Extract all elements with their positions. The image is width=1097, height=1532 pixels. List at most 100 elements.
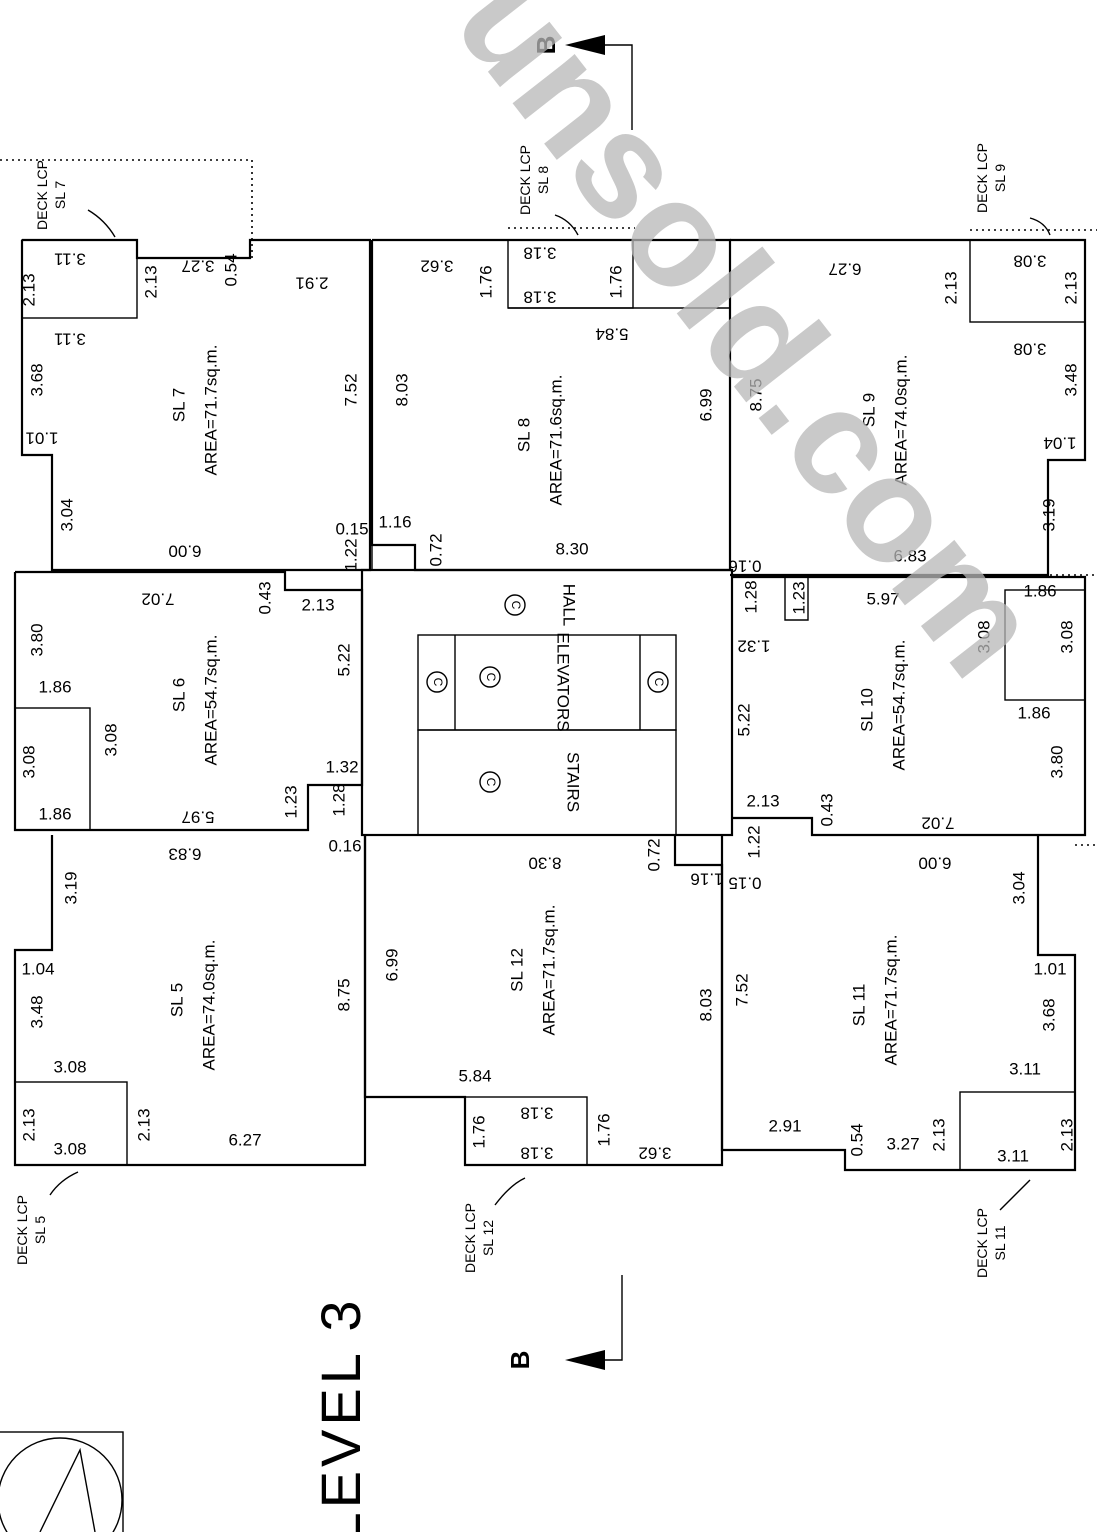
dimension-label: 3.04 bbox=[1009, 871, 1028, 904]
wall-sl12 bbox=[363, 835, 724, 1167]
dimension-label: 3.18 bbox=[523, 288, 556, 307]
dimension-label: 6.00 bbox=[918, 854, 951, 873]
dimension-label: 2.91 bbox=[295, 274, 328, 293]
dimension-label: 0.16 bbox=[728, 557, 761, 576]
dimension-label: 3.48 bbox=[27, 995, 46, 1028]
dimension-label: 3.08 bbox=[19, 745, 38, 778]
deck-sl11-outline bbox=[959, 1091, 1076, 1171]
svg-text:DECK LCP: DECK LCP bbox=[14, 1195, 30, 1265]
dimension-label: 3.18 bbox=[520, 1104, 553, 1123]
unit-name: SL 7 bbox=[169, 388, 188, 422]
dimension-label: 3.19 bbox=[1039, 498, 1058, 531]
stairs-label: STAIRS bbox=[564, 752, 583, 812]
wall-sl10-step bbox=[784, 577, 809, 621]
svg-text:SL 5: SL 5 bbox=[32, 1216, 48, 1244]
dimension-label: 0.54 bbox=[221, 253, 240, 286]
unit-name: SL 9 bbox=[859, 393, 878, 427]
dimension-label: 1.32 bbox=[737, 637, 770, 656]
dimension-label: 5.97 bbox=[866, 589, 899, 608]
deck-sl6-outline bbox=[14, 707, 91, 831]
dimension-label: 3.08 bbox=[101, 723, 120, 756]
dimension-label: 2.13 bbox=[19, 273, 38, 306]
deck-sl12-outline bbox=[464, 1096, 588, 1166]
dimension-label: 0.43 bbox=[817, 793, 836, 826]
dimension-label: 1.23 bbox=[281, 785, 300, 818]
dimension-label: 1.86 bbox=[1023, 581, 1056, 600]
dimension-label: 6.27 bbox=[828, 260, 861, 279]
dimension-label: 1.76 bbox=[594, 1113, 613, 1146]
dimension-label: 1.32 bbox=[325, 757, 358, 776]
dimension-label: 3.08 bbox=[1013, 340, 1046, 359]
deck-sl10-outline bbox=[1004, 589, 1086, 701]
dimension-label: 0.16 bbox=[328, 836, 361, 855]
section-marker-bottom: B bbox=[505, 1275, 623, 1370]
core-interior bbox=[371, 545, 677, 836]
dimension-label: 1.22 bbox=[341, 538, 360, 571]
dimension-label: 8.75 bbox=[334, 978, 353, 1011]
deck-sl5-outline bbox=[14, 1081, 128, 1166]
dimension-label: 1.23 bbox=[789, 581, 808, 614]
dimension-label: 3.19 bbox=[61, 871, 80, 904]
dimension-label: 3.18 bbox=[520, 1144, 553, 1163]
dimension-label: 1.16 bbox=[690, 870, 723, 889]
dimension-label: 5.84 bbox=[595, 325, 628, 344]
dimension-label: 8.30 bbox=[528, 854, 561, 873]
dimension-label: 1.01 bbox=[1033, 959, 1066, 978]
dimension-label: 2.13 bbox=[929, 1118, 948, 1151]
svg-text:C: C bbox=[652, 678, 666, 687]
dimension-label: 3.18 bbox=[523, 244, 556, 263]
dimension-label: 3.48 bbox=[1061, 363, 1080, 396]
svg-text:DECK LCP: DECK LCP bbox=[517, 145, 533, 215]
dimension-label: 3.11 bbox=[997, 1146, 1029, 1165]
wall-sl10 bbox=[732, 575, 1087, 837]
common-marks: C C C C C bbox=[426, 594, 669, 793]
svg-text:SL 9: SL 9 bbox=[992, 164, 1008, 192]
dimension-label: 1.28 bbox=[329, 783, 348, 816]
dimension-label: 3.08 bbox=[974, 620, 993, 653]
svg-text:DECK LCP: DECK LCP bbox=[974, 143, 990, 213]
dimension-label: 3.08 bbox=[1057, 620, 1076, 653]
north-arrow-icon bbox=[0, 1431, 124, 1532]
dimension-label: 1.76 bbox=[476, 265, 495, 298]
svg-text:SL 8: SL 8 bbox=[535, 166, 551, 194]
unit-area: AREA=71.6sq.m. bbox=[546, 375, 565, 506]
dimension-label: 2.13 bbox=[19, 1108, 38, 1141]
deck-dotted bbox=[0, 159, 1097, 846]
svg-text:C: C bbox=[484, 778, 498, 787]
dimension-label: 3.11 bbox=[54, 330, 86, 349]
dimension-label: 3.11 bbox=[54, 250, 86, 269]
wall-sl5 bbox=[13, 835, 367, 1167]
dimension-label: 3.68 bbox=[1039, 998, 1058, 1031]
unit-labels: SL 7 AREA=71.7sq.m. SL 8 AREA=71.6sq.m. … bbox=[167, 345, 910, 1071]
elevators-label: ELEVATORS bbox=[554, 632, 573, 731]
deck-sl9-outline bbox=[969, 239, 1086, 323]
dimension-label: 3.04 bbox=[57, 498, 76, 531]
dimension-label: 2.13 bbox=[1057, 1118, 1076, 1151]
dimension-labels: 2.13 3.11 3.11 3.68 1.01 3.04 2.13 3.27 0.54 2.91… bbox=[19, 244, 1080, 1166]
dimension-label: 7.52 bbox=[732, 973, 751, 1006]
dimension-label: 3.08 bbox=[1013, 252, 1046, 271]
dimension-label: 0.72 bbox=[426, 533, 445, 566]
svg-text:SL 11: SL 11 bbox=[992, 1225, 1008, 1260]
level-title: LEVEL 3 bbox=[309, 1297, 372, 1532]
dimension-label: 6.83 bbox=[893, 546, 926, 565]
dimension-label: 1.22 bbox=[744, 825, 763, 858]
dimension-label: 6.00 bbox=[168, 542, 201, 561]
svg-text:DECK LCP: DECK LCP bbox=[974, 1208, 990, 1278]
dimension-label: 8.03 bbox=[696, 988, 715, 1021]
walls bbox=[13, 238, 1087, 1172]
dimension-label: 6.83 bbox=[168, 845, 201, 864]
dimension-label: 3.08 bbox=[53, 1057, 86, 1076]
dimension-label: 0.72 bbox=[644, 838, 663, 871]
dimension-label: 3.27 bbox=[886, 1134, 919, 1153]
deck-sl7-outline bbox=[21, 239, 138, 319]
dimension-label: 8.75 bbox=[746, 378, 765, 411]
unit-area: AREA=71.7sq.m. bbox=[539, 905, 558, 1036]
section-marker-top: B bbox=[531, 35, 633, 130]
dimension-label: 1.04 bbox=[21, 959, 54, 978]
svg-text:DECK LCP: DECK LCP bbox=[462, 1203, 478, 1273]
dimension-label: 1.01 bbox=[25, 429, 58, 448]
dimension-label: 5.22 bbox=[334, 643, 353, 676]
dimension-label: 3.80 bbox=[27, 623, 46, 656]
dimension-label: 2.13 bbox=[1061, 271, 1080, 304]
